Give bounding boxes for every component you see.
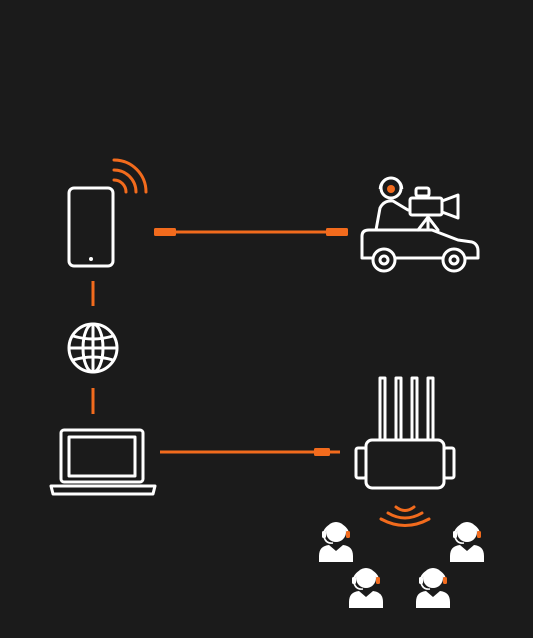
cable-laptop-to-router [160,448,340,456]
broadcast-wave-icon [379,505,431,527]
smartphone-icon [67,186,115,268]
user-3 [347,566,385,610]
camera-car-icon [360,176,480,273]
router-icon [354,376,456,490]
wifi-signal-icon [112,158,148,194]
operator-headset-icon [378,176,404,193]
user-1 [317,520,355,564]
headset-users-icon [317,520,486,610]
user-2 [448,520,486,564]
cable-phone-to-car [154,228,348,236]
globe-icon [67,322,119,374]
user-4 [414,566,452,610]
laptop-icon [49,428,157,496]
